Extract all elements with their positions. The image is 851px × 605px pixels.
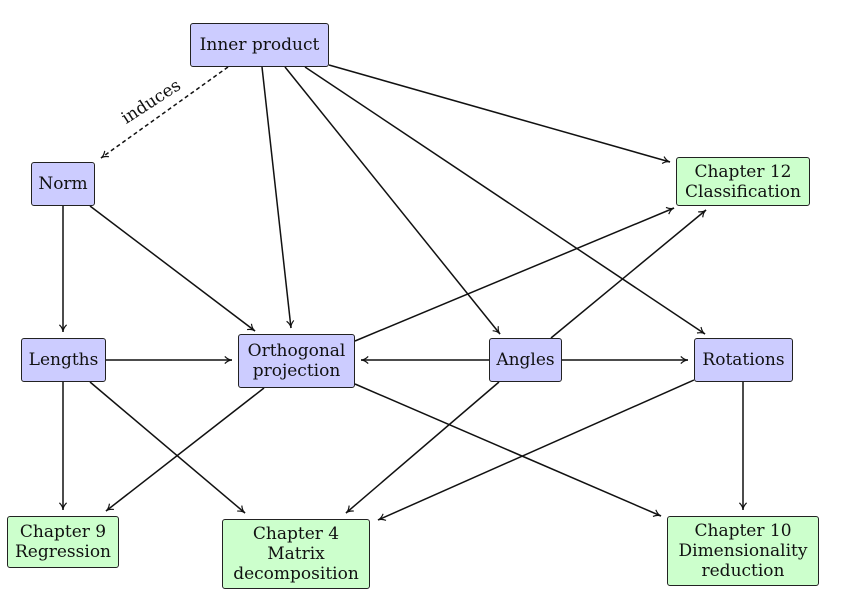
edge-angles-to-chapter-12	[550, 209, 707, 339]
node-lengths[interactable]: Lengths	[21, 338, 106, 382]
node-chapter-4[interactable]: Chapter 4 Matrix decomposition	[222, 519, 370, 589]
node-norm[interactable]: Norm	[31, 162, 95, 206]
node-chapter-10[interactable]: Chapter 10 Dimensionality reduction	[667, 516, 819, 586]
edge-inner-product-to-angles	[284, 66, 501, 335]
node-angles[interactable]: Angles	[489, 338, 562, 382]
edge-orthogonal-projection-to-chapter-10	[354, 383, 662, 518]
edge-orthogonal-projection-to-chapter-12	[354, 206, 675, 342]
node-chapter-12[interactable]: Chapter 12 Classification	[676, 157, 810, 206]
node-chapter-9[interactable]: Chapter 9 Regression	[7, 516, 119, 568]
edge-angles-to-chapter-4	[345, 381, 500, 514]
node-orthogonal-projection[interactable]: Orthogonal projection	[238, 334, 355, 388]
edge-rotations-to-chapter-4	[377, 379, 695, 521]
edge-norm-to-orthogonal-projection	[89, 205, 256, 332]
edge-inner-product-to-rotations	[304, 66, 706, 335]
edge-inner-product-to-orthogonal-projection	[261, 66, 295, 329]
edge-inner-product-to-norm	[100, 66, 229, 159]
node-rotations[interactable]: Rotations	[694, 338, 793, 382]
edge-lengths-to-chapter-4	[89, 381, 246, 514]
edge-inner-product-to-chapter-12	[328, 64, 671, 165]
node-inner-product[interactable]: Inner product	[190, 23, 329, 67]
edge-orthogonal-projection-to-chapter-9	[105, 387, 265, 512]
